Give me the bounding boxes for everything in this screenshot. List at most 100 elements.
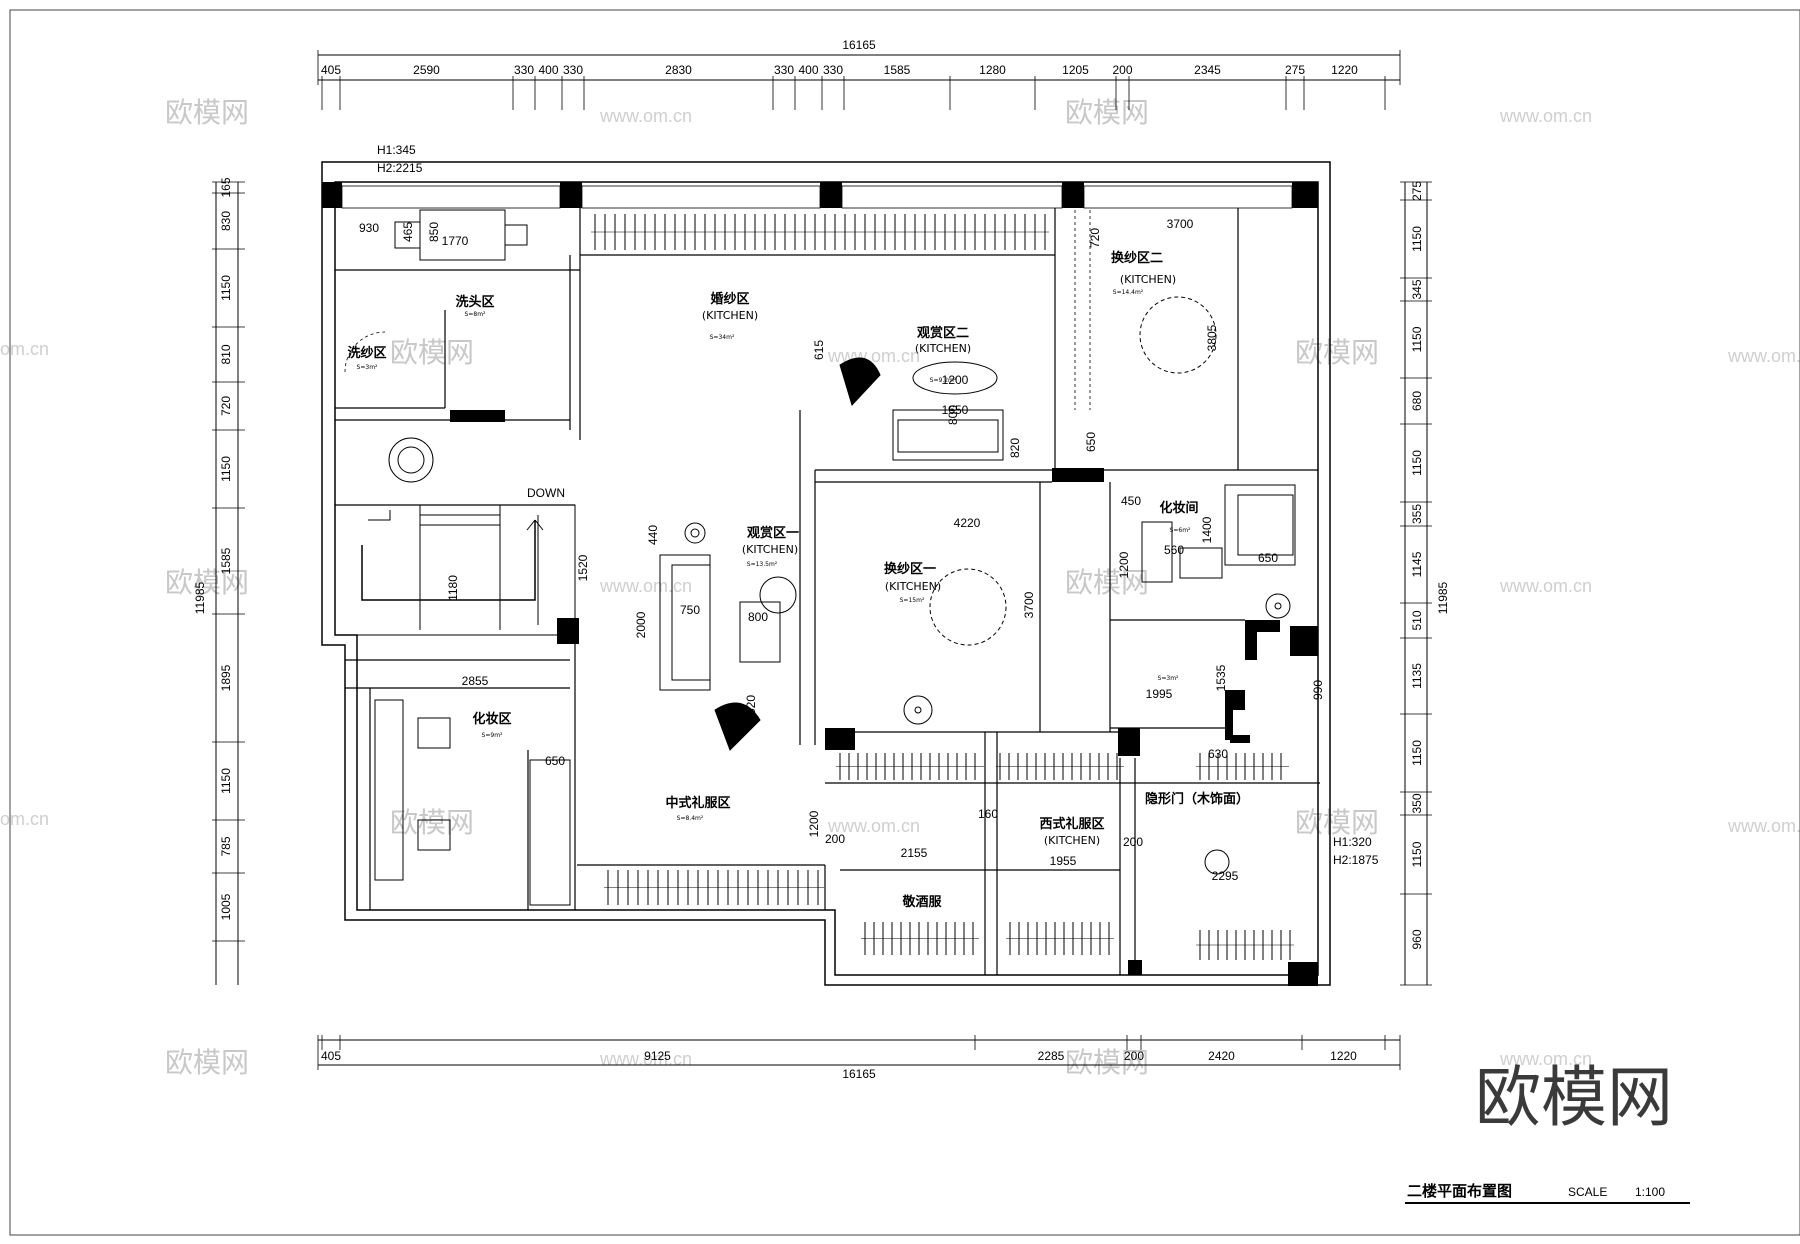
left-dimension: 1150	[219, 456, 233, 482]
top-dimension: 405	[321, 63, 341, 77]
room-view2: 观赏区二	[917, 325, 969, 341]
right-dimension: 510	[1410, 610, 1424, 630]
inner-dimension: 990	[1311, 680, 1325, 700]
inner-dimension: 2855	[462, 674, 489, 688]
room-makeup-area: 化妆区	[472, 711, 511, 727]
left-dimension: 830	[219, 211, 233, 231]
scale-value: 1:100	[1635, 1185, 1665, 1199]
room-chinese-dress: 中式礼服区	[665, 795, 730, 811]
watermark-logo: 欧模网	[390, 806, 474, 839]
inner-dimension: 1770	[442, 234, 469, 248]
inner-dimension: 750	[680, 603, 700, 617]
watermark-url: www.om.cn	[1727, 346, 1800, 366]
inner-dimension: 615	[812, 340, 826, 360]
inner-dimension: 440	[646, 525, 660, 545]
height-h1-right: H1:320	[1333, 835, 1372, 849]
bottom-dimensions	[318, 1039, 1400, 1066]
inner-dimension: 620	[744, 695, 758, 715]
left-dimension: 165	[219, 177, 233, 197]
room-hidden-door: 隐形门（木饰面）	[1145, 791, 1249, 807]
height-notes: H1:345 H2:2215 H1:320 H2:1875	[377, 143, 1379, 867]
left-dimension: 785	[219, 836, 233, 856]
inner-dimension: 2295	[1212, 869, 1239, 883]
scale-label: SCALE	[1568, 1185, 1607, 1199]
inner-dimension: 3700	[1022, 591, 1036, 618]
inner-dimension: 650	[545, 754, 565, 768]
watermark-url: www.om.cn	[1499, 106, 1592, 126]
right-dimensions	[1404, 182, 1428, 985]
top-dimension: 400	[538, 63, 558, 77]
height-h1-top: H1:345	[377, 143, 416, 157]
left-dimension: 1150	[219, 275, 233, 301]
top-dimension: 2830	[665, 63, 692, 77]
right-dimension: 355	[1410, 504, 1424, 524]
watermarks: 欧模网 欧模网 欧模网 欧模网 欧模网 欧模网 欧模网 欧模网 欧模网 欧模网 …	[0, 96, 1800, 1136]
room-wedding-area: S=34m²	[710, 334, 735, 341]
left-dimension: 1895	[219, 664, 233, 691]
left-dimension: 810	[219, 344, 233, 364]
room-change2-sub: (KITCHEN)	[1120, 273, 1176, 286]
watermark-url: www.om.cn	[1727, 816, 1800, 836]
right-dimension: 1150	[1410, 450, 1424, 476]
watermark-url: www.om.cn	[827, 346, 920, 366]
room-chinese-dress-area: S=8.4m²	[677, 815, 704, 822]
inner-dimension: 1650	[942, 403, 969, 417]
watermark-logo: 欧模网	[165, 96, 249, 129]
watermark-logo: 欧模网	[1065, 96, 1149, 129]
top-dimension: 330	[563, 63, 583, 77]
room-western-dress-sub: (KITCHEN)	[1044, 834, 1100, 847]
left-dimensions	[215, 182, 239, 985]
stair-down-label: DOWN	[527, 486, 565, 500]
top-dimension: 275	[1285, 63, 1305, 77]
right-dimension: 1150	[1410, 841, 1424, 867]
inner-dimension: 465	[401, 222, 415, 242]
top-dimensions	[318, 54, 1400, 81]
top-dimension: 1205	[1062, 63, 1089, 77]
room-hair-wash-area: S=8m²	[465, 311, 486, 318]
room-change2: 换纱区二	[1111, 250, 1163, 266]
height-h2-right: H2:1875	[1333, 853, 1379, 867]
door-swings	[344, 210, 1091, 410]
outer-walls	[321, 161, 1331, 986]
inner-dimension: 850	[427, 222, 441, 242]
room-gauze-wash: 洗纱区	[347, 345, 386, 361]
bottom-dimension: 1220	[1330, 1049, 1357, 1063]
inner-dimension: 820	[1008, 438, 1022, 458]
inner-dimension: 200	[1123, 835, 1143, 849]
right-dimension: 350	[1410, 793, 1424, 813]
bottom-dimension: 2285	[1038, 1049, 1065, 1063]
inner-dimension: 630	[1208, 747, 1228, 761]
room-western-dress: 西式礼服区	[1039, 816, 1104, 832]
bottom-dimension: 9125	[644, 1049, 671, 1063]
watermark-logo: 欧模网	[390, 336, 474, 369]
watermark-logo: 欧模网	[1065, 566, 1149, 599]
top-dimension: 330	[514, 63, 534, 77]
left-total-dimension: 11985	[193, 581, 207, 614]
inner-dimension: 650	[1084, 432, 1098, 452]
furniture	[374, 209, 1296, 906]
right-dimension: 1150	[1410, 326, 1424, 352]
watermark-logo: 欧模网	[1295, 806, 1379, 839]
inner-dimension: 1200	[1117, 551, 1131, 578]
inner-dimension: 160	[978, 807, 998, 821]
room-small-area: S=3m²	[1158, 675, 1179, 682]
right-dimension: 960	[1410, 929, 1424, 949]
right-dimension: 680	[1410, 391, 1424, 411]
drawing-title: 二楼平面布置图	[1407, 1182, 1512, 1200]
top-dimension: 1220	[1331, 63, 1358, 77]
watermark-url: www.om.cn	[1499, 1049, 1592, 1069]
top-dimension: 2590	[413, 63, 440, 77]
right-dimension: 1150	[1410, 226, 1424, 252]
inner-dimension: 3700	[1167, 217, 1194, 231]
room-makeup-room: 化妆间	[1159, 500, 1198, 516]
inner-dimension: 800	[946, 405, 960, 425]
right-dimension: 345	[1410, 279, 1424, 299]
room-labels: 洗头区 S=8m² 洗纱区 S=3m² 婚纱区 (KITCHEN) S=34m²…	[347, 250, 1249, 910]
room-makeup-area-size: S=9m²	[482, 732, 503, 739]
watermark-url: www.om.cn	[599, 576, 692, 596]
inner-dimension: 560	[1164, 543, 1184, 557]
